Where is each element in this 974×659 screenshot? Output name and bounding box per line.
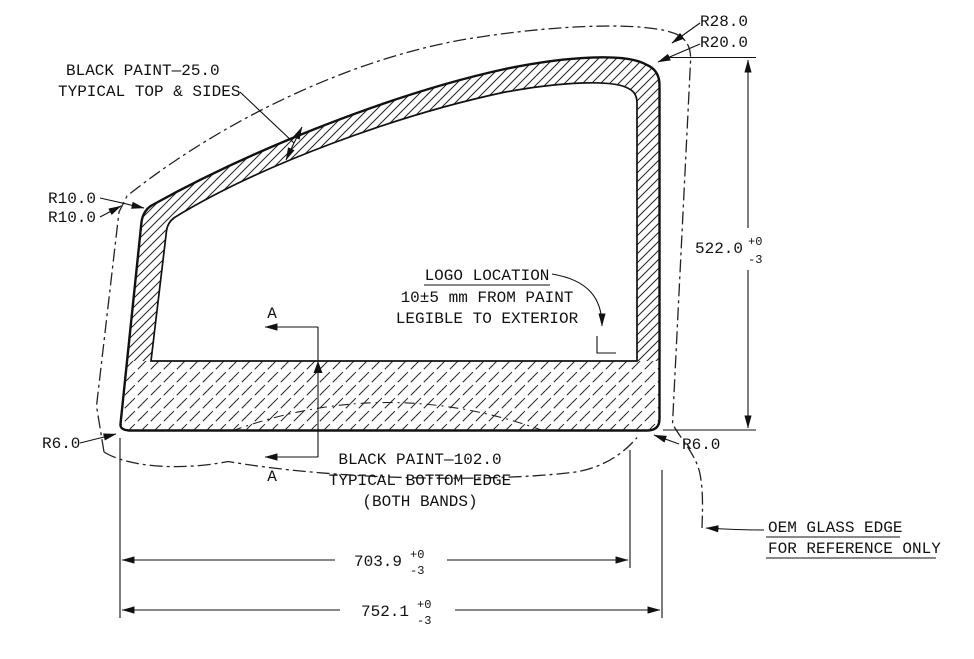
label-black-paint-bottom-2: TYPICAL BOTTOM EDGE — [329, 472, 511, 490]
label-black-paint-top-1: BLACK PAINT—25.0 — [66, 62, 220, 80]
dim-paint-width-tol-minus: -3 — [410, 564, 424, 578]
label-r10-lower: R10.0 — [48, 209, 96, 227]
leader-r20 — [657, 43, 701, 63]
leader-oem — [705, 525, 765, 533]
dim-height-tol-minus: -3 — [748, 253, 762, 267]
label-r6-left: R6.0 — [42, 435, 80, 453]
glass-outline — [119, 56, 661, 432]
leader-r28 — [671, 22, 701, 44]
logo-corner-mark — [596, 336, 616, 354]
paint-band-bottom — [120, 361, 660, 431]
clear-glass-area — [150, 81, 638, 362]
dim-glass-width-tol-plus: +0 — [417, 598, 431, 612]
paint-top-arrow-out — [293, 126, 303, 144]
label-logo-2: 10±5 mm FROM PAINT — [401, 289, 574, 307]
oem-glass-edge-bottom — [103, 437, 638, 479]
leader-r10-upper — [99, 197, 145, 209]
label-logo-1: LOGO LOCATION — [425, 267, 550, 285]
dim-paint-width-tol-plus: +0 — [410, 548, 424, 562]
leader-r10-lower — [99, 205, 122, 218]
leader-r6-left — [79, 433, 117, 444]
label-black-paint-bottom-3: (BOTH BANDS) — [362, 493, 477, 511]
section-label-top: A — [267, 305, 277, 323]
band-reference-arc — [231, 402, 545, 431]
label-r10-upper: R10.0 — [48, 190, 96, 208]
label-r6-right: R6.0 — [682, 436, 720, 454]
label-r28: R28.0 — [700, 13, 748, 31]
dim-glass-width-value: 752.1 — [361, 603, 409, 621]
band-thickness-arrow — [313, 361, 323, 373]
leader-r6-right — [653, 434, 680, 445]
label-r20: R20.0 — [700, 34, 748, 52]
paint-top-arrow-in — [285, 142, 295, 161]
dim-paint-width-value: 703.9 — [354, 553, 402, 571]
dim-glass-width-tol-minus: -3 — [417, 614, 431, 628]
label-black-paint-top-2: TYPICAL TOP & SIDES — [58, 83, 240, 101]
leader-logo — [551, 273, 606, 327]
label-black-paint-bottom-1: BLACK PAINT—102.0 — [338, 451, 501, 469]
label-logo-3: LEGIBLE TO EXTERIOR — [396, 310, 579, 328]
paint-band-hatch-bottom — [120, 361, 660, 431]
oem-glass-edge-outline — [95, 25, 704, 529]
section-label-bottom: A — [267, 468, 277, 486]
leader-paint-top — [239, 91, 295, 144]
dim-height-value: 522.0 — [695, 240, 743, 258]
dim-height-tol-plus: +0 — [748, 235, 762, 249]
label-oem-2: FOR REFERENCE ONLY — [768, 540, 941, 558]
label-oem-1: OEM GLASS EDGE — [768, 519, 902, 537]
